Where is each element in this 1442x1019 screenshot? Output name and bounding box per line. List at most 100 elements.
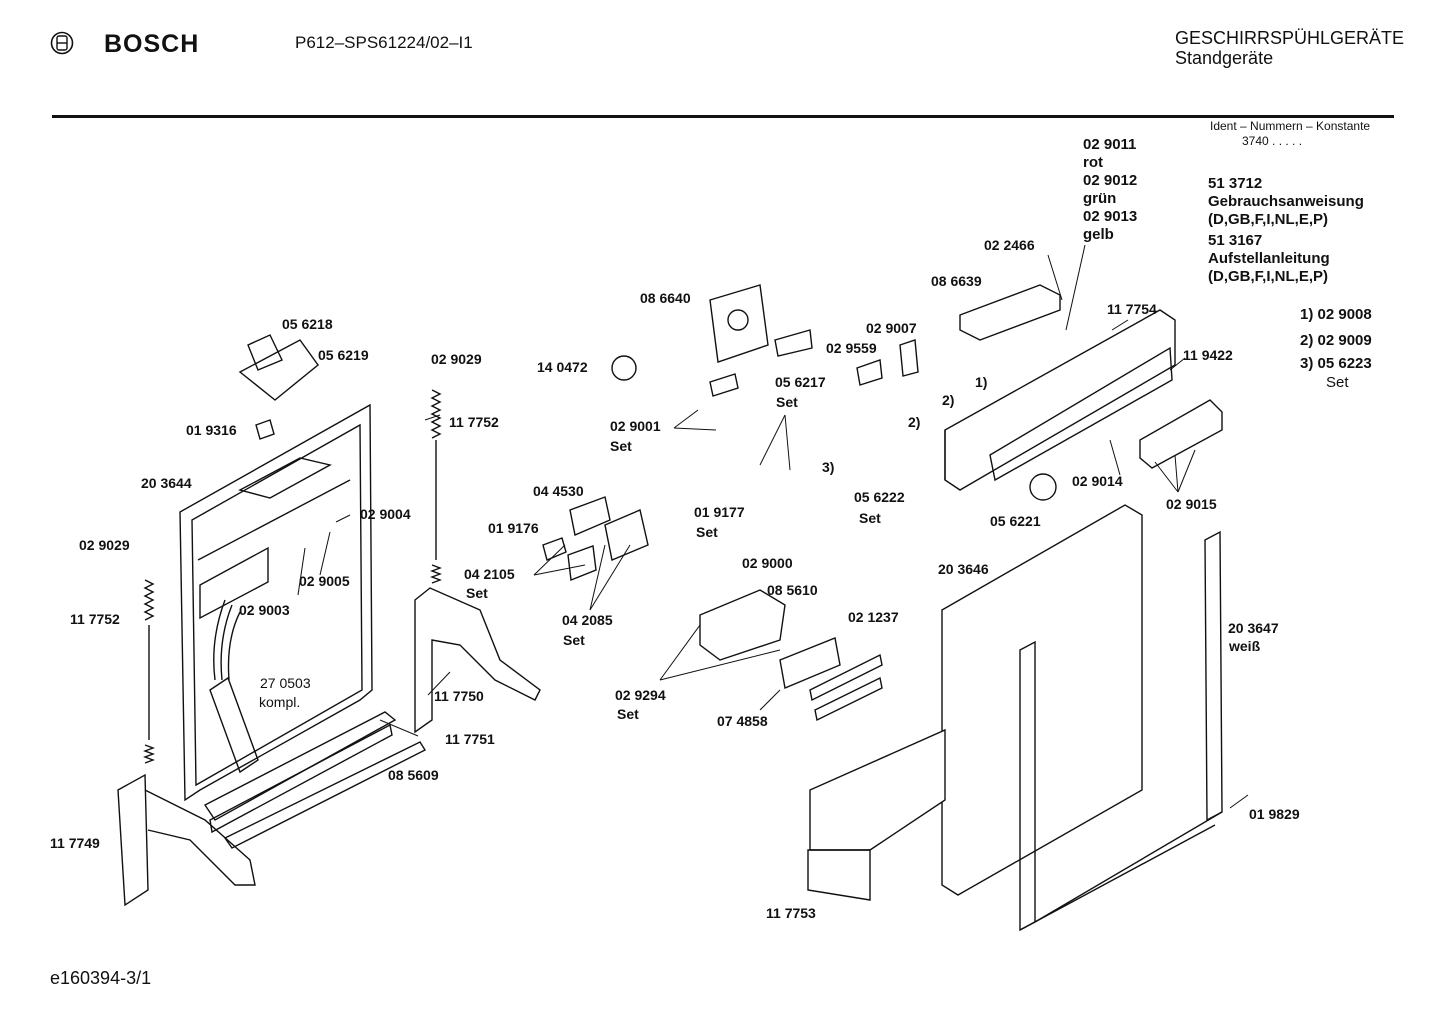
hinge-left — [117, 773, 256, 907]
part-label: 02 9029 — [79, 537, 130, 553]
door-bottom-strip — [203, 711, 426, 849]
title-line-2: Standgeräte — [1175, 48, 1274, 68]
doc-name: Aufstellanleitung — [1208, 250, 1330, 267]
notes-list: 1) 02 9008 2) 02 9009 3) 05 6223 Set — [1300, 302, 1372, 392]
part-label: 01 9316 — [186, 422, 237, 438]
terminal-strip — [959, 284, 1061, 341]
color-name: grün — [1083, 190, 1117, 207]
part-label: 01 9176 — [488, 520, 539, 536]
model-number: P612–SPS61224/02–I1 — [295, 33, 473, 52]
rinse-aid-module — [699, 589, 786, 661]
note-sub: Set — [1326, 374, 1349, 391]
part-label: 11 7752 — [449, 414, 499, 430]
program-timer — [709, 284, 769, 363]
part-label: 04 4530 — [533, 483, 584, 499]
note-item: 1) 02 9008 — [1300, 306, 1372, 323]
part-label: 11 7753 — [766, 905, 816, 921]
part-label: Set — [617, 706, 639, 722]
part-label: 02 2466 — [984, 237, 1035, 253]
seal-part — [569, 496, 611, 536]
part-label: 01 9829 — [1249, 806, 1300, 822]
door-frame — [1019, 530, 1223, 932]
color-part: 02 9012 — [1083, 172, 1138, 189]
switch-part — [899, 339, 919, 377]
part-label: 02 9559 — [826, 340, 877, 356]
color-part: 02 9013 — [1083, 208, 1138, 225]
wire-colors: 02 9011 rot 02 9012 grün 02 9013 gelb — [1083, 136, 1137, 244]
document-id: e160394-3/1 — [50, 968, 152, 988]
seal-part — [567, 545, 597, 581]
brand-name: BOSCH — [104, 30, 200, 58]
part-label: 02 9003 — [239, 602, 290, 618]
bosch-logo-icon — [50, 31, 74, 55]
part-label: 05 6217 — [775, 374, 826, 390]
part-labels: 02 2466 08 6639 11 7754 11 9422 08 6640 … — [50, 237, 1300, 921]
rail-part — [814, 676, 883, 722]
doc-number: 51 3712 — [1208, 175, 1263, 192]
connector-part — [709, 373, 739, 397]
connector-part — [774, 329, 813, 357]
doc-langs: (D,GB,F,I,NL,E,P) — [1208, 268, 1328, 285]
part-label: Set — [466, 585, 488, 601]
leader-lines — [297, 244, 1249, 809]
part-label: 02 9005 — [299, 573, 350, 589]
plinth-panel — [807, 728, 946, 901]
part-label: Set — [610, 438, 632, 454]
dispenser-unit — [238, 334, 319, 401]
part-label: 02 9015 — [1166, 496, 1217, 512]
part-label: 04 2105 — [464, 566, 515, 582]
part-label: 08 6639 — [931, 273, 982, 289]
cable-harness — [209, 599, 259, 774]
doc-name: Gebrauchsanweisung — [1208, 193, 1364, 210]
part-label: 08 5610 — [767, 582, 818, 598]
part-label: 02 9004 — [360, 506, 411, 522]
part-label: 3) — [822, 459, 834, 475]
part-label: Set — [696, 524, 718, 540]
note-item: 3) 05 6223 — [1300, 355, 1372, 372]
part-label: 02 9001 — [610, 418, 661, 434]
key-block — [1139, 399, 1223, 469]
spring-mid — [430, 389, 442, 584]
part-label: 05 6221 — [990, 513, 1041, 529]
part-label: weiß — [1228, 638, 1261, 654]
page-title: GESCHIRRSPÜHLGERÄTE Standgeräte — [1175, 28, 1404, 68]
spring-left — [143, 579, 155, 764]
header-rule — [52, 115, 1394, 118]
rail-part — [809, 653, 883, 702]
doc-list: 51 3712 Gebrauchsanweisung (D,GB,F,I,NL,… — [1208, 175, 1364, 286]
clip-part — [255, 419, 275, 440]
ident-label: Ident – Nummern – Konstante — [1210, 119, 1371, 133]
part-label: 11 7749 — [50, 835, 100, 851]
switch-part — [856, 359, 883, 386]
part-label: 05 6218 — [282, 316, 333, 332]
part-label: Set — [563, 632, 585, 648]
part-label: 04 2085 — [562, 612, 613, 628]
part-label: 08 6640 — [640, 290, 691, 306]
part-label: 02 9029 — [431, 351, 482, 367]
part-label: 11 9422 — [1183, 347, 1233, 363]
part-label: kompl. — [259, 694, 300, 710]
doc-langs: (D,GB,F,I,NL,E,P) — [1208, 211, 1328, 228]
ident-value: 3740 . . . . . — [1242, 134, 1303, 148]
seal-part — [542, 537, 567, 561]
part-label: 02 9294 — [615, 687, 666, 703]
part-label: 11 7751 — [445, 731, 495, 747]
part-label: 11 7754 — [1107, 301, 1157, 317]
part-label: 05 6222 — [854, 489, 905, 505]
door-inner-panel — [179, 403, 373, 802]
part-label: 2) — [908, 414, 920, 430]
part-label: 02 1237 — [848, 609, 899, 625]
color-part: 02 9011 — [1083, 136, 1137, 153]
part-label: 07 4858 — [717, 713, 768, 729]
part-label: Set — [776, 394, 798, 410]
gasket-part — [779, 637, 841, 689]
color-name: rot — [1083, 154, 1103, 171]
part-label: 1) — [975, 374, 987, 390]
part-label: 20 3646 — [938, 561, 989, 577]
part-label: Set — [859, 510, 881, 526]
part-label: 02 9000 — [742, 555, 793, 571]
doc-number: 51 3167 — [1208, 232, 1263, 249]
part-label: 02 9014 — [1072, 473, 1123, 489]
seal-part — [604, 509, 649, 561]
